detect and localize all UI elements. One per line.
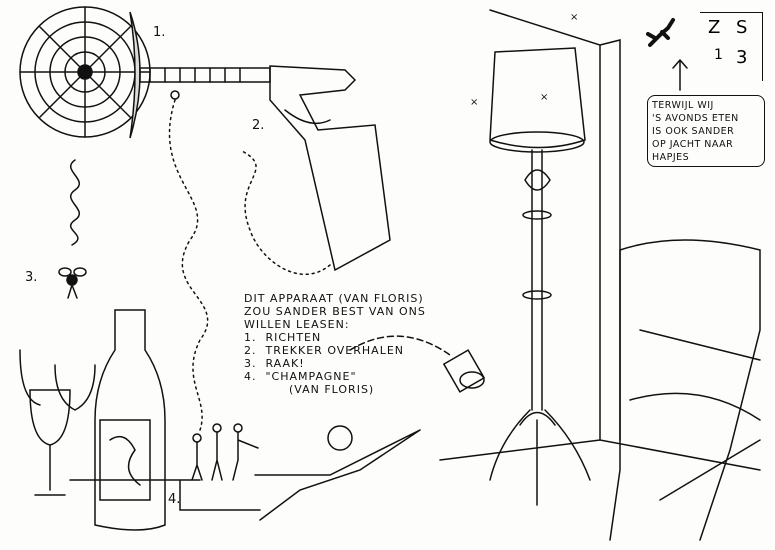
cork	[442, 349, 486, 393]
note-line: WILLEN LEASEN:	[244, 318, 350, 331]
spring	[69, 159, 81, 246]
label-four: 4.	[168, 492, 181, 507]
note-line: ZOU SANDER BEST VAN ONS	[244, 305, 426, 318]
chair	[609, 239, 761, 541]
note-line: 3. RAAK!	[244, 357, 305, 370]
note-line: DIT APPARAAT (VAN FLORIS)	[244, 292, 424, 305]
handwritten-note: DIT APPARAAT (VAN FLORIS)ZOU SANDER BEST…	[244, 292, 426, 396]
dish-target	[19, 6, 151, 139]
gun	[139, 65, 391, 272]
note-line: 4. "CHAMPAGNE"	[244, 370, 357, 383]
monogram-z: Z	[708, 17, 721, 38]
lizard	[646, 18, 675, 47]
floor-lamp	[489, 47, 591, 506]
moon	[327, 425, 353, 451]
fly	[58, 267, 87, 299]
monogram-one: 1	[714, 47, 723, 63]
svg-text:×: ×	[470, 97, 478, 108]
speech-bubble: TERWIJL WIJ 'S AVONDS ETEN IS OOK SANDER…	[647, 95, 765, 167]
svg-text:×: ×	[570, 12, 578, 23]
monogram-s: S	[736, 17, 748, 38]
label-one: 1.	[153, 25, 166, 40]
champagne-bottle	[94, 309, 166, 531]
dotted-string	[168, 99, 331, 431]
note-line: 1. RICHTEN	[244, 331, 322, 344]
monogram-three: 3	[736, 47, 748, 68]
label-two: 2.	[252, 118, 265, 133]
note-line: 2. TREKKER OVERHALEN	[244, 344, 405, 357]
people	[191, 423, 259, 481]
svg-text:×: ×	[540, 92, 548, 103]
note-line: (VAN FLORIS)	[244, 383, 375, 396]
label-three: 3.	[25, 270, 38, 285]
wine-glasses	[19, 349, 96, 496]
monogram: Z S 1 3	[700, 12, 763, 81]
